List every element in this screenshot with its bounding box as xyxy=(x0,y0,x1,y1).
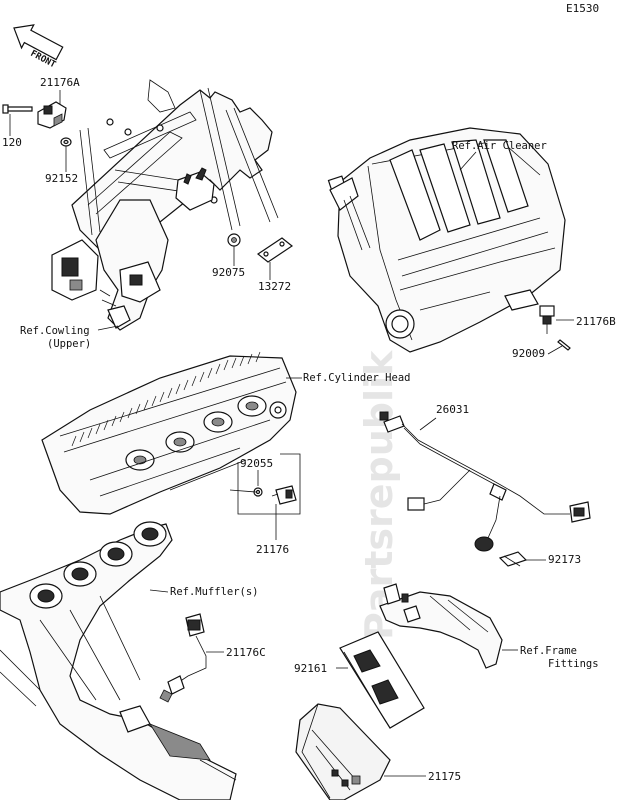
frame-fitting-bracket xyxy=(379,583,503,669)
label-92075: 92075 xyxy=(212,266,245,279)
label-92055: 92055 xyxy=(240,457,273,470)
label-21176c: 21176C xyxy=(226,646,266,659)
label-26031: 26031 xyxy=(436,403,469,416)
ecu-case-92161 xyxy=(339,631,425,729)
label-21176a: 21176A xyxy=(40,76,80,89)
grommet-92152-icon xyxy=(60,137,72,147)
front-arrow-icon: FRONT xyxy=(13,24,64,71)
screw-92009-icon xyxy=(557,339,571,351)
cowling-bracket-frame xyxy=(51,79,279,331)
sensor-21176a-icon xyxy=(37,101,67,129)
ref-cowling-1: Ref.Cowling xyxy=(20,325,90,337)
diagram-code: E1530 xyxy=(566,2,599,15)
wire-harness-26031 xyxy=(379,411,591,552)
label-92009: 92009 xyxy=(512,347,545,360)
label-120: 120 xyxy=(2,136,22,149)
ecu-unit-21175 xyxy=(295,703,391,800)
label-21175: 21175 xyxy=(428,770,461,783)
ref-cowling-2: (Upper) xyxy=(47,338,91,350)
sensor-21176b-icon xyxy=(539,305,555,334)
damper-92075-icon xyxy=(227,233,241,247)
ref-air-cleaner: Ref.Air Cleaner xyxy=(452,140,547,152)
ref-frame-1: Ref.Frame xyxy=(520,645,577,657)
label-92152: 92152 xyxy=(45,172,78,185)
plate-13272-icon xyxy=(256,237,294,263)
sensor-21176-icon xyxy=(271,485,297,505)
air-cleaner-housing xyxy=(327,127,566,353)
clamp-92173-icon xyxy=(498,551,528,567)
bolt-120-icon xyxy=(2,104,33,114)
label-92173: 92173 xyxy=(548,553,581,566)
label-13272: 13272 xyxy=(258,280,291,293)
ref-cylinder-head: Ref.Cylinder Head xyxy=(303,372,410,384)
label-21176b: 21176B xyxy=(576,315,616,328)
label-21176: 21176 xyxy=(256,543,289,556)
exhaust-manifold xyxy=(0,521,237,800)
ref-frame-2: Fittings xyxy=(548,658,599,670)
ref-muffler: Ref.Muffler(s) xyxy=(170,586,259,598)
label-92161: 92161 xyxy=(294,662,327,675)
callout-box-21176 xyxy=(237,453,301,515)
sensor-21176c-icon xyxy=(159,613,207,703)
cylinder-head xyxy=(41,351,297,515)
